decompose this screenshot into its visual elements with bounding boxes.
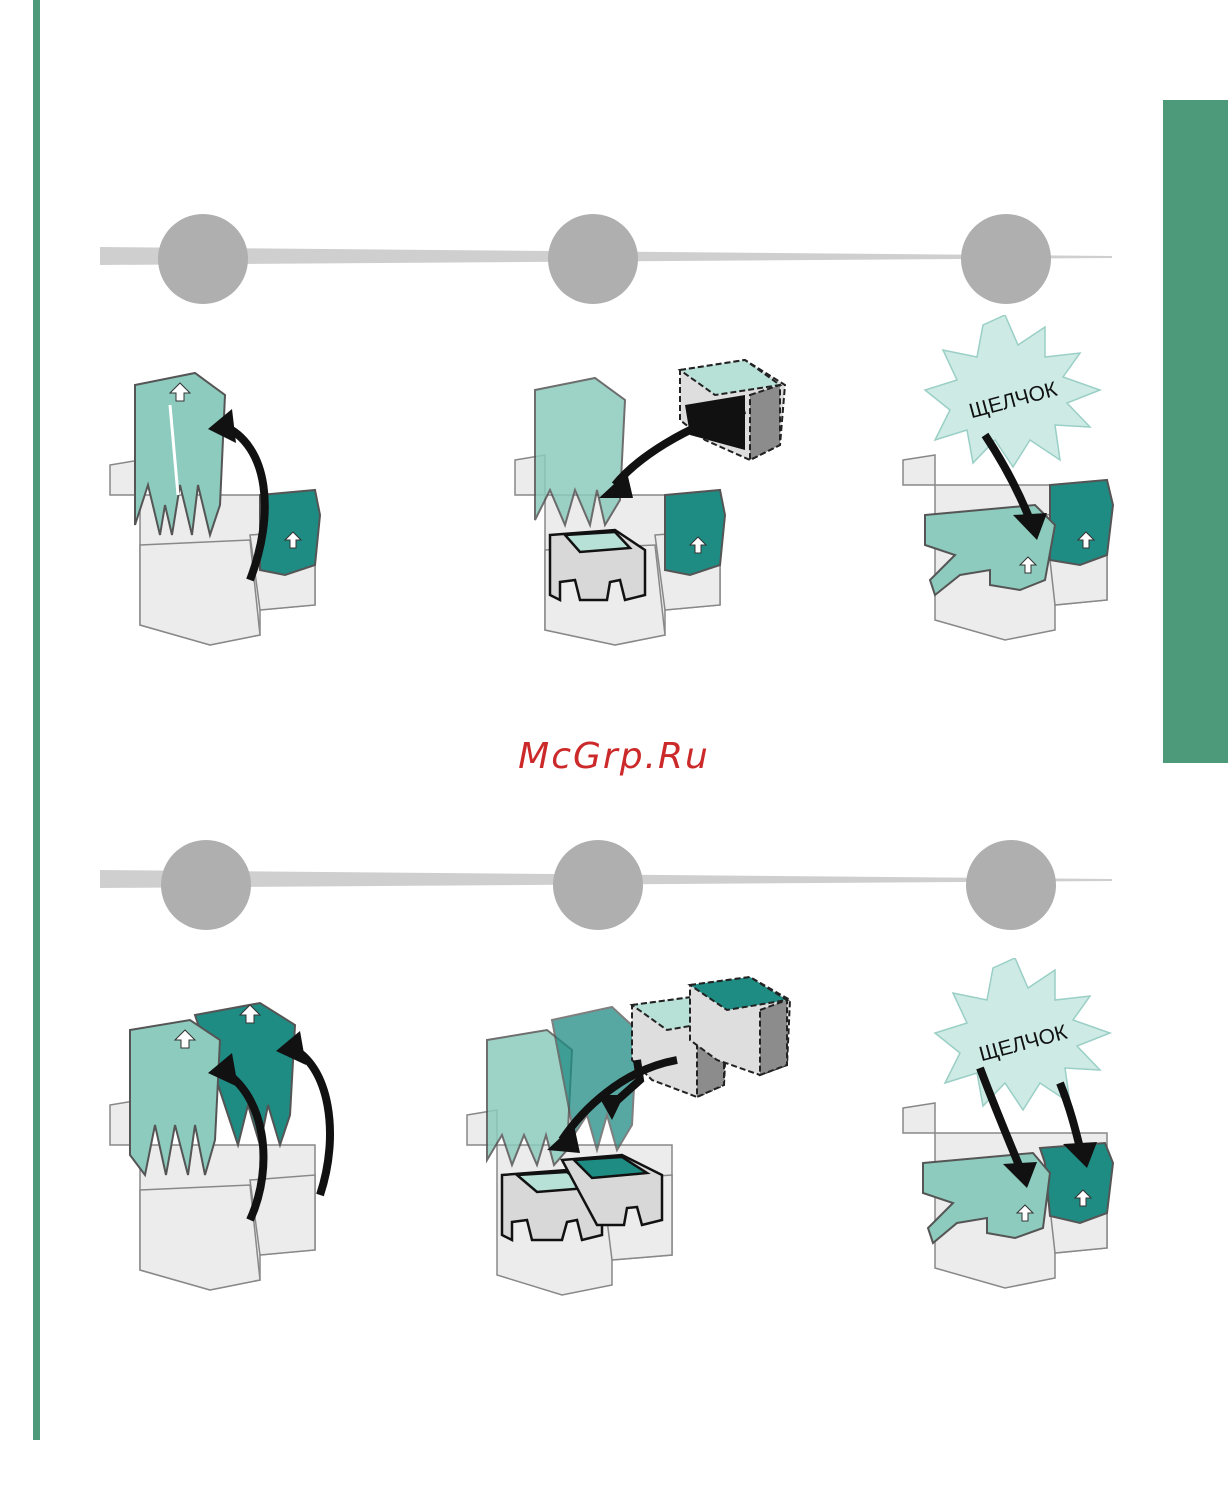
- watermark: McGrp.Ru: [0, 736, 1228, 777]
- step-marker-2: [548, 214, 638, 304]
- cartridge-color: [260, 490, 320, 575]
- insert-both-cartridges-illustration: [462, 975, 802, 1300]
- open-latch-illustration: [100, 365, 340, 650]
- left-margin-rule: [33, 0, 40, 1440]
- section-tab: [1163, 100, 1228, 763]
- step-marker-3: [961, 214, 1051, 304]
- close-latch-illustration: ЩЕЛЧОК: [895, 315, 1125, 655]
- step-marker-3: [966, 840, 1056, 930]
- step-marker-2: [553, 840, 643, 930]
- step-marker-1: [158, 214, 248, 304]
- click-burst: ЩЕЛЧОК: [925, 315, 1100, 467]
- close-both-latches-illustration: ЩЕЛЧОК: [895, 958, 1125, 1298]
- open-both-latches-illustration: [100, 995, 360, 1295]
- insert-cartridge-illustration: [505, 350, 795, 650]
- step-marker-1: [161, 840, 251, 930]
